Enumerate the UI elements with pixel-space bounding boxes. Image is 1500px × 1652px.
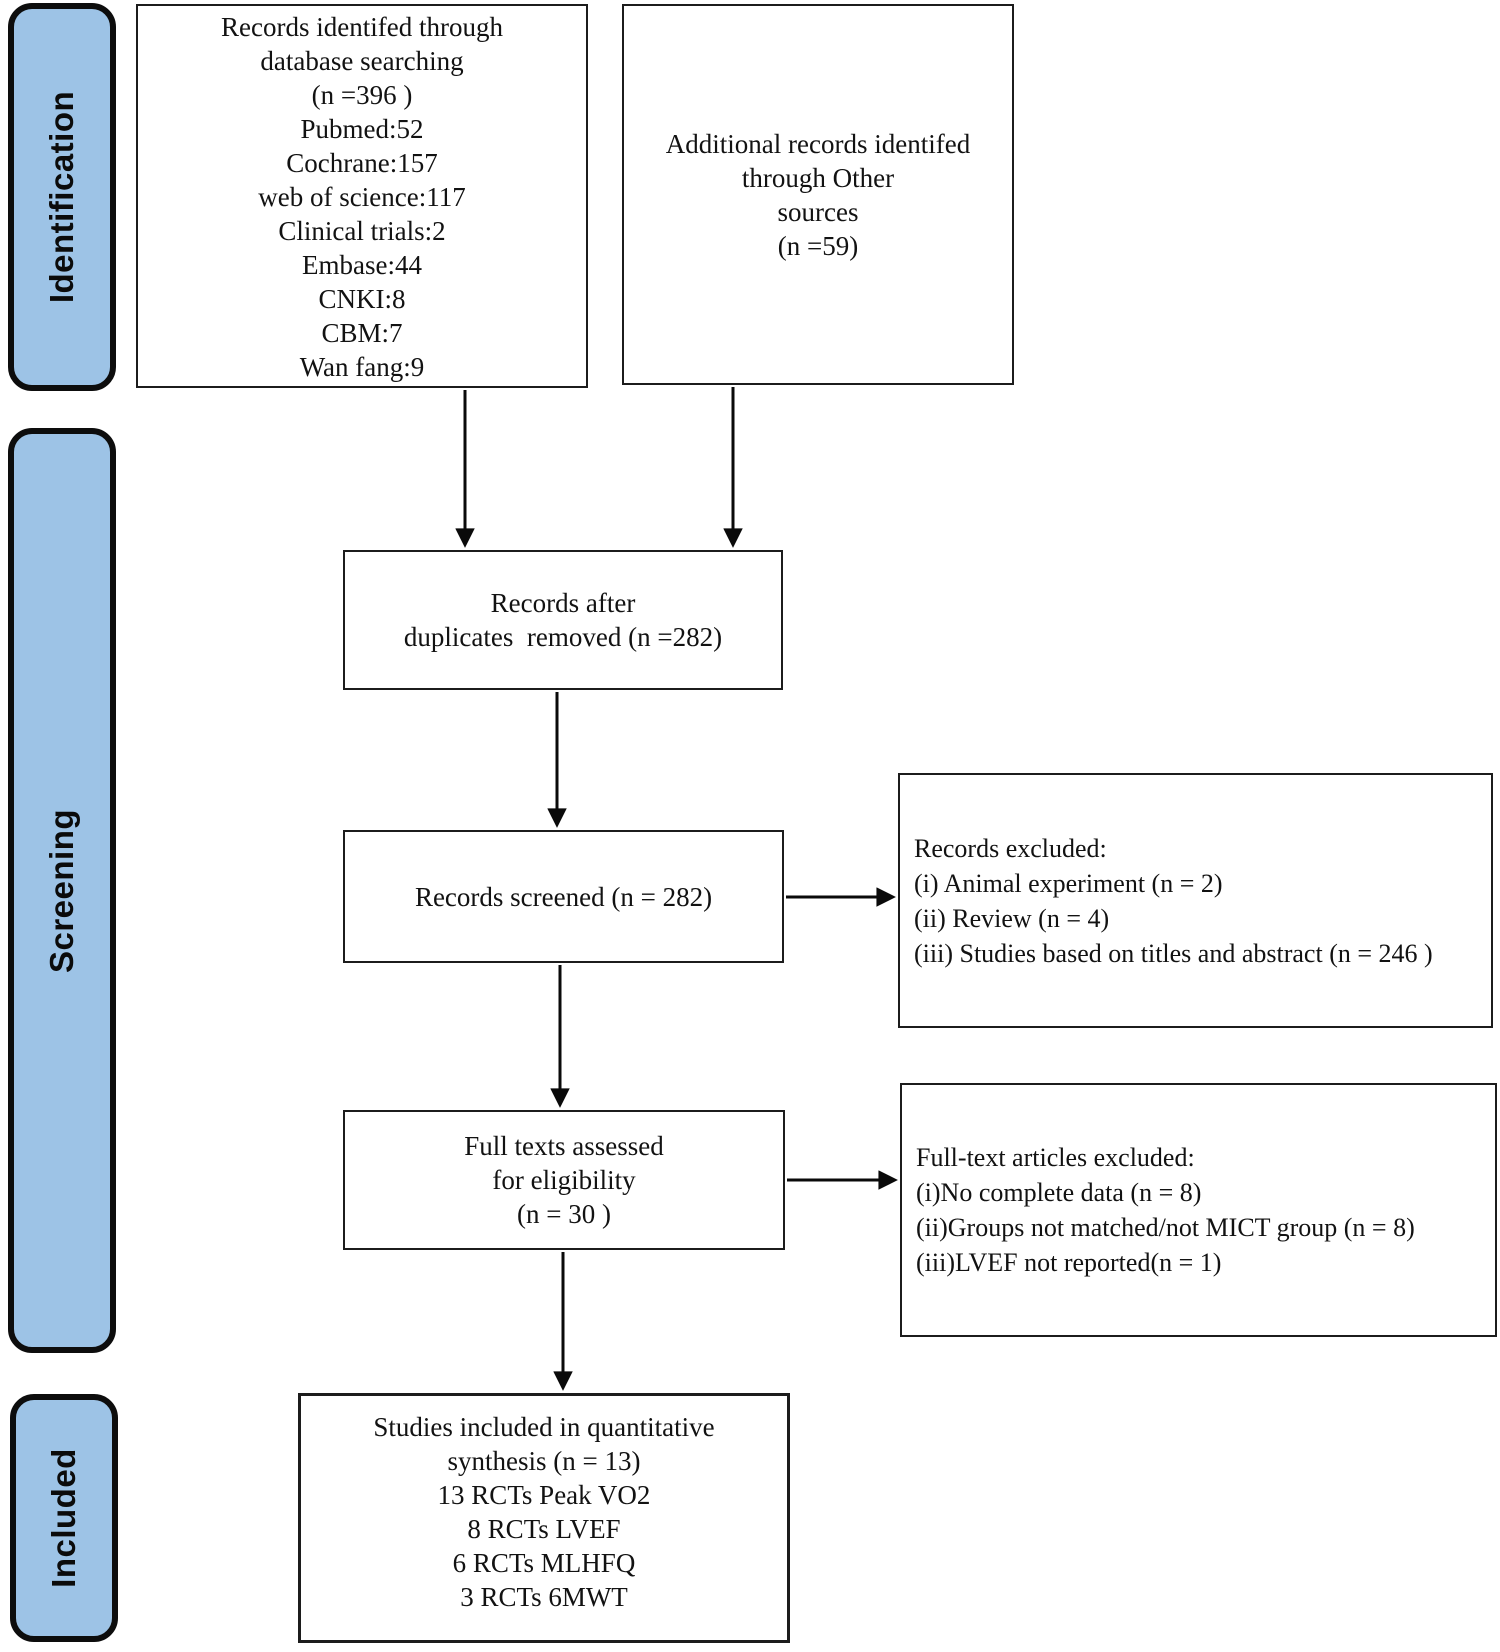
box-line: Records identifed through [221,12,503,42]
box-line: Records excluded: [914,833,1107,863]
box-line: Cochrane:157 [286,148,438,178]
box-line: Records screened (n = 282) [414,881,713,912]
box-line: (n =59) [777,230,859,261]
box-line: Clinical trials:2 [278,216,446,246]
box-line: 6 RCTs MLHFQ [452,1548,636,1578]
box-records-excluded: Records excluded: (i) Animal experiment … [898,773,1493,1028]
box-line: duplicates removed (n =282) [403,622,723,652]
box-line: (iii)LVEF not reported(n = 1) [916,1248,1222,1277]
box-line: CBM:7 [321,318,403,348]
stage-label-included: Included [45,1448,82,1588]
stage-bar-included: Included [10,1394,118,1642]
box-line: Studies included in quantitative [373,1412,715,1442]
box-line: Pubmed:52 [300,114,424,144]
box-line: Wan fang:9 [299,352,425,382]
box-line: database searching [260,46,464,76]
box-line: 13 RCTs Peak VO2 [437,1480,651,1510]
box-line: (iii) Studies based on titles and abstra… [914,938,1433,968]
box-line: (i)No complete data (n = 8) [916,1178,1202,1207]
box-database-records: Records identifed through database searc… [136,4,588,388]
box-line: (n = 30 ) [517,1199,611,1229]
box-line: Embase:44 [302,250,422,280]
box-line: synthesis (n = 13) [447,1446,641,1476]
box-line: CNKI:8 [318,284,406,314]
stage-label-identification: Identification [43,90,80,304]
box-line: Full-text articles excluded: [916,1143,1195,1172]
box-line: through Other [741,162,895,193]
box-line: (ii) Review (n = 4) [914,903,1110,933]
box-records-screened: Records screened (n = 282) [343,830,784,963]
box-line: 3 RCTs 6MWT [460,1582,628,1612]
box-line: sources [777,196,859,227]
box-line: (n =396 ) [311,80,413,110]
box-line: 8 RCTs LVEF [467,1514,621,1544]
box-full-texts-assessed: Full texts assessed for eligibility (n =… [343,1110,785,1250]
box-line: (i) Animal experiment (n = 2) [914,868,1223,898]
box-line: Records after [490,588,636,618]
box-included-studies: Studies included in quantitative synthes… [298,1393,790,1643]
stage-label-screening: Screening [43,808,80,973]
box-additional-records: Additional records identifed through Oth… [622,4,1014,385]
box-duplicates-removed: Records after duplicates removed (n =282… [343,550,783,690]
box-line: web of science:117 [258,182,466,212]
box-full-text-excluded: Full-text articles excluded: (i)No compl… [900,1083,1497,1337]
box-line: Additional records identifed [665,128,971,159]
stage-bar-screening: Screening [8,428,116,1353]
box-line: Full texts assessed [464,1131,664,1161]
box-line: (ii)Groups not matched/not MICT group (n… [916,1213,1415,1242]
stage-bar-identification: Identification [8,3,116,391]
box-line: for eligibility [492,1165,636,1195]
